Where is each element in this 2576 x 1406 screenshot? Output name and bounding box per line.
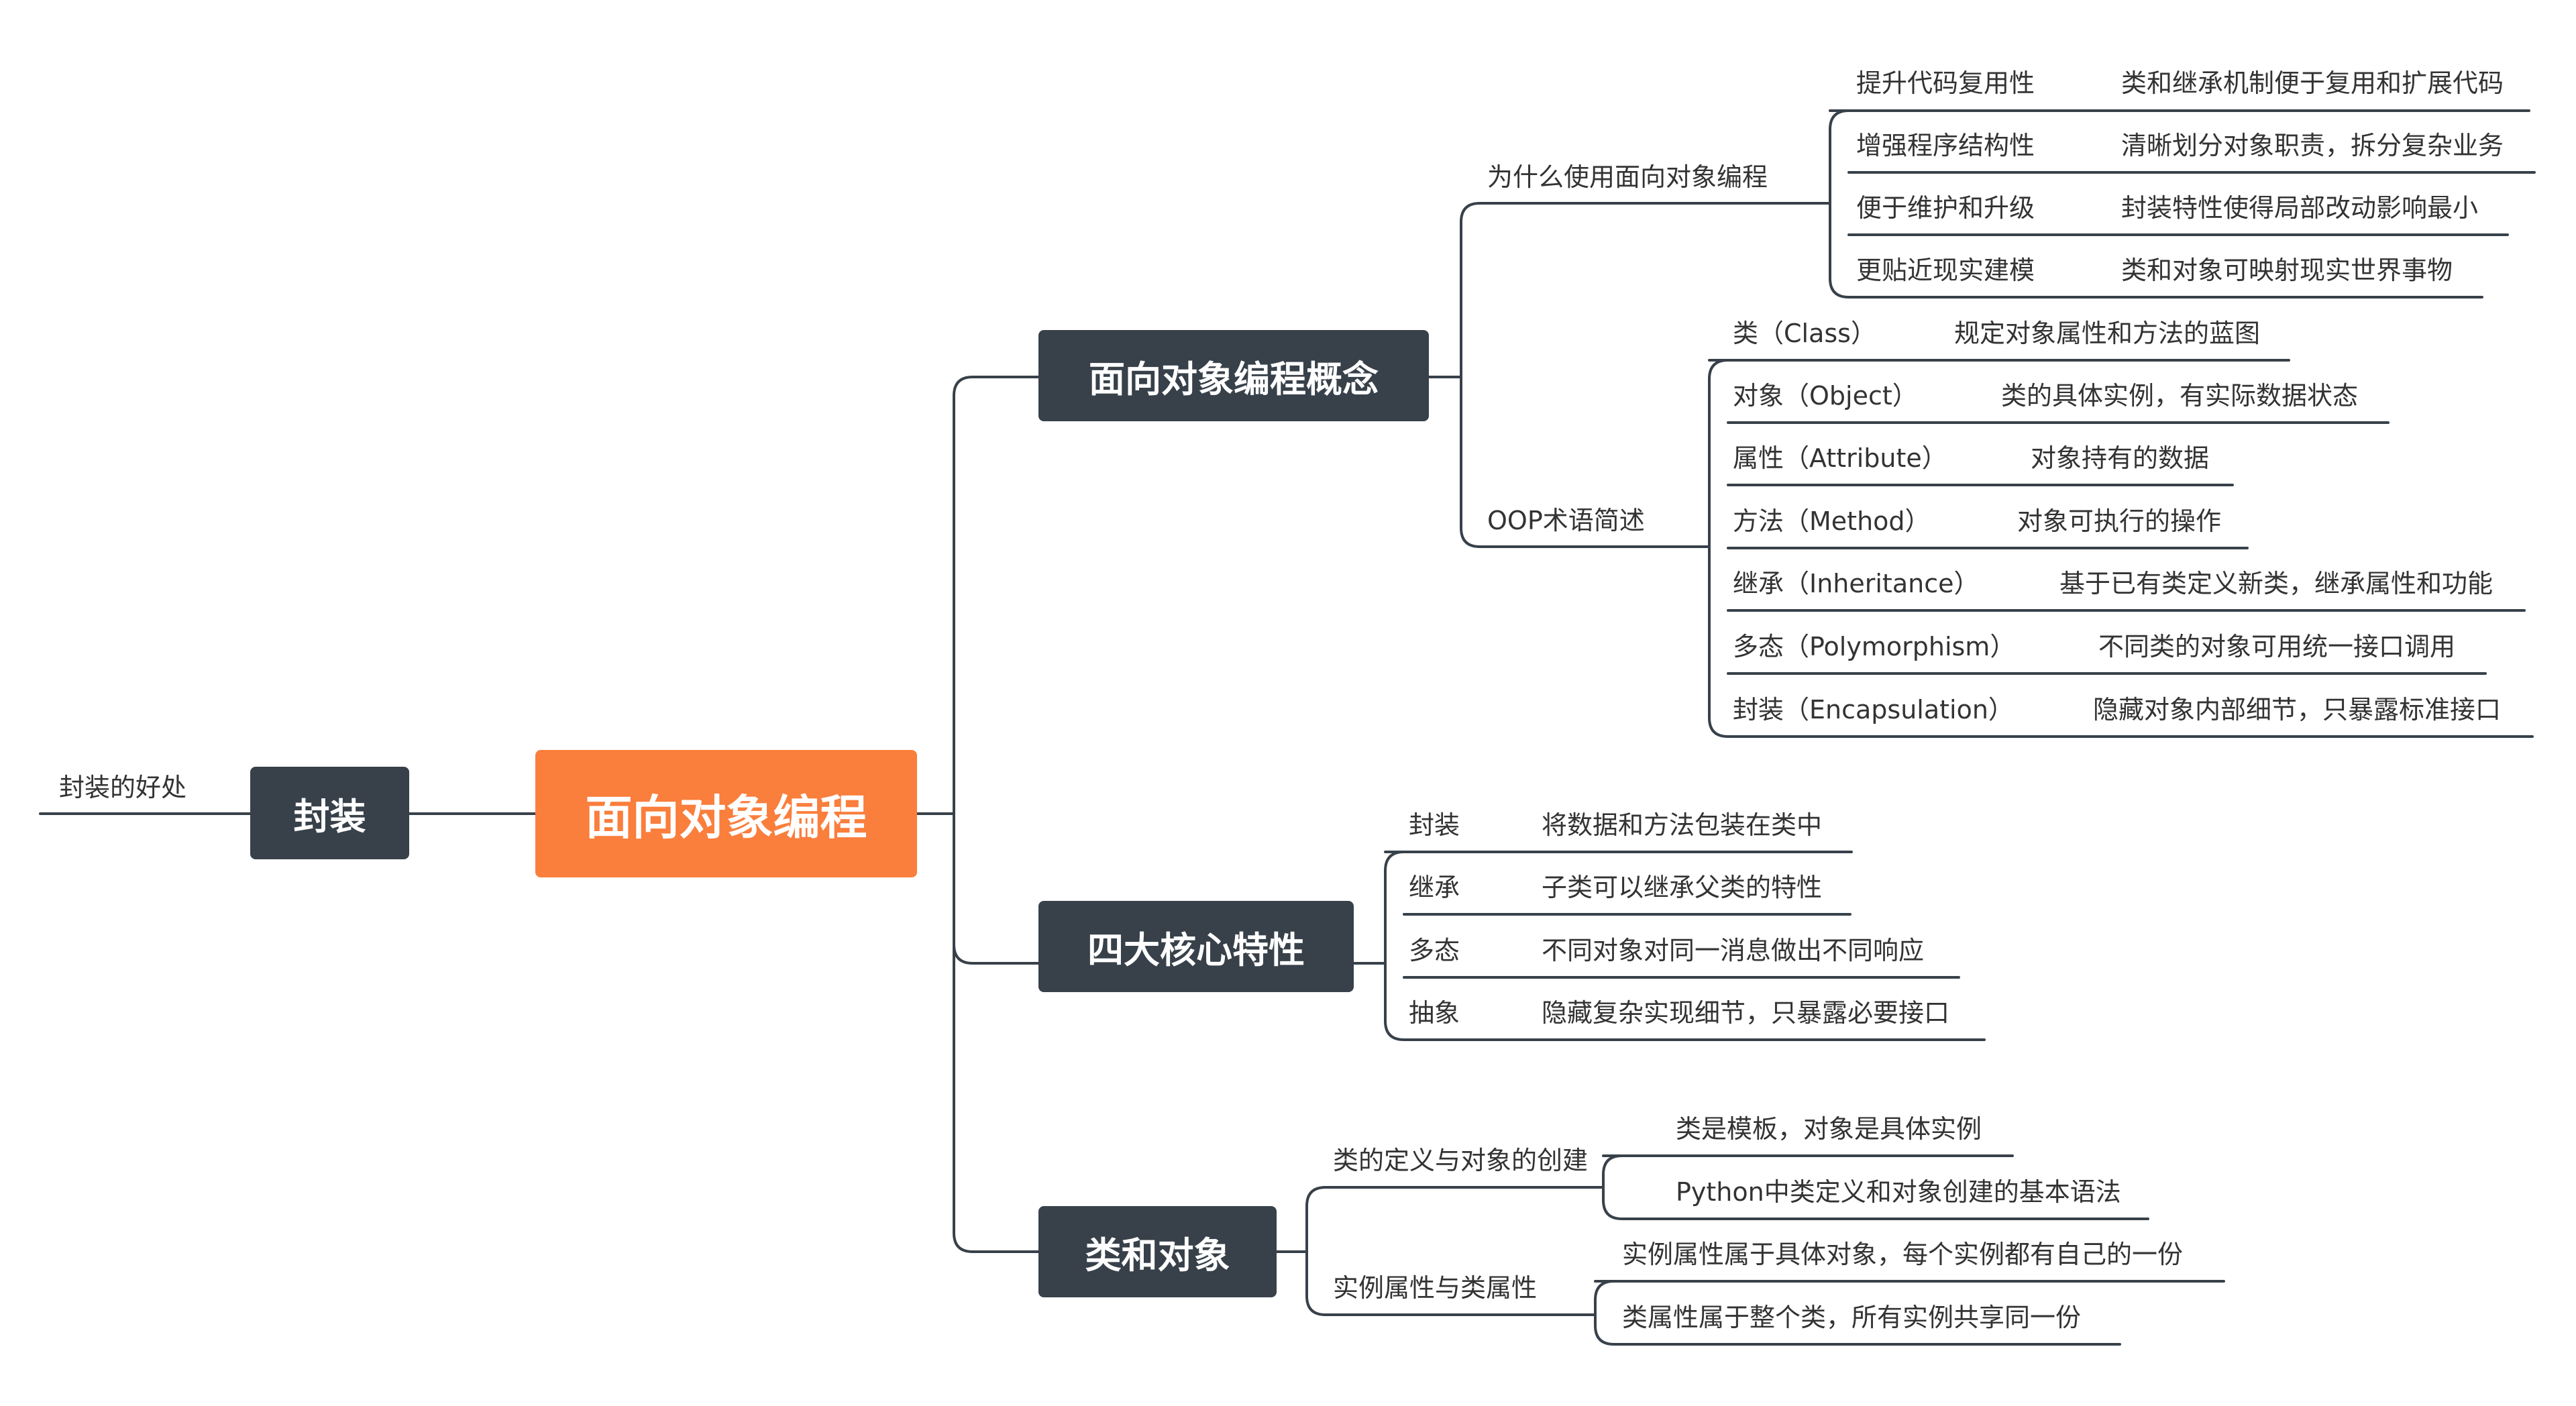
term-2-desc: 类的具体实例，有实际数据状态 (2001, 381, 2359, 411)
term-3-name[interactable]: 属性（Attribute） (1733, 443, 1947, 473)
feature-2-desc: 子类可以继承父类的特性 (1542, 873, 1823, 902)
spine-why (1829, 109, 1850, 299)
term-7-desc: 隐藏对象内部细节，只暴露标准接口 (2093, 695, 2502, 724)
feature-1-desc: 将数据和方法包装在类中 (1542, 810, 1823, 840)
definition-item-2[interactable]: Python中类定义和对象创建的基本语法 (1676, 1177, 2121, 1207)
term-3-desc: 对象持有的数据 (2031, 443, 2210, 473)
term-4-desc: 对象可执行的操作 (2017, 506, 2222, 536)
why-item-4-desc: 类和对象可映射现实世界事物 (2121, 256, 2453, 285)
left-child-benefits[interactable]: 封装的好处 (59, 773, 187, 802)
class-definition-label[interactable]: 类的定义与对象的创建 (1333, 1146, 1589, 1175)
feature-4-desc: 隐藏复杂实现细节，只暴露必要接口 (1542, 998, 1950, 1028)
spine-def (1602, 1154, 1623, 1220)
spine-terms (1708, 359, 1729, 738)
term-2-name[interactable]: 对象（Object） (1733, 381, 1918, 411)
term-5-desc: 基于已有类定义新类，继承属性和功能 (2059, 569, 2493, 598)
spine-features (1384, 851, 1405, 1041)
root-topic[interactable]: 面向对象编程 (535, 750, 917, 877)
feature-4-name[interactable]: 抽象 (1409, 998, 1460, 1028)
why-item-1-name[interactable]: 提升代码复用性 (1856, 68, 2035, 98)
spine-classes (1305, 1186, 1327, 1316)
definition-item-1[interactable]: 类是模板，对象是具体实例 (1676, 1114, 1982, 1144)
term-6-name[interactable]: 多态（Polymorphism） (1733, 632, 2016, 661)
connector-spine-features (953, 943, 1040, 965)
term-5-name[interactable]: 继承（Inheritance） (1733, 569, 1980, 598)
term-1-name[interactable]: 类（Class） (1733, 319, 1876, 348)
term-7-name[interactable]: 封装（Encapsulation） (1733, 695, 2014, 724)
spine-attr (1594, 1280, 1615, 1346)
class-attributes-label[interactable]: 实例属性与类属性 (1333, 1273, 1538, 1303)
feature-2-name[interactable]: 继承 (1409, 873, 1460, 902)
feature-1-name[interactable]: 封装 (1409, 810, 1460, 840)
attribute-item-2[interactable]: 类属性属于整个类，所有实例共享同一份 (1622, 1303, 2082, 1332)
topic-encapsulation-left[interactable]: 封装 (250, 767, 409, 859)
why-item-2-name[interactable]: 增强程序结构性 (1856, 131, 2035, 160)
topic-oop-concept[interactable]: 面向对象编程概念 (1038, 330, 1429, 421)
term-1-desc: 规定对象属性和方法的蓝图 (1954, 319, 2261, 348)
topic-core-features[interactable]: 四大核心特性 (1038, 901, 1354, 992)
topic-classes-objects[interactable]: 类和对象 (1038, 1206, 1277, 1297)
oop-terms-label[interactable]: OOP术语简述 (1487, 506, 1645, 535)
why-item-3-desc: 封装特性使得局部改动影响最小 (2121, 193, 2479, 223)
spine-right (953, 376, 974, 1253)
term-4-name[interactable]: 方法（Method） (1733, 506, 1931, 536)
why-item-4-name[interactable]: 更贴近现实建模 (1856, 256, 2035, 285)
attribute-item-1[interactable]: 实例属性属于具体对象，每个实例都有自己的一份 (1622, 1240, 2184, 1269)
feature-3-desc: 不同对象对同一消息做出不同响应 (1542, 936, 1925, 965)
spine-concept (1460, 202, 1481, 548)
why-item-2-desc: 清晰划分对象职责，拆分复杂业务 (2121, 131, 2504, 160)
why-oop-label[interactable]: 为什么使用面向对象编程 (1487, 162, 1768, 192)
why-item-1-desc: 类和继承机制便于复用和扩展代码 (2121, 68, 2504, 98)
why-item-3-name[interactable]: 便于维护和升级 (1856, 193, 2035, 223)
term-6-desc: 不同类的对象可用统一接口调用 (2098, 632, 2456, 661)
feature-3-name[interactable]: 多态 (1409, 936, 1460, 965)
